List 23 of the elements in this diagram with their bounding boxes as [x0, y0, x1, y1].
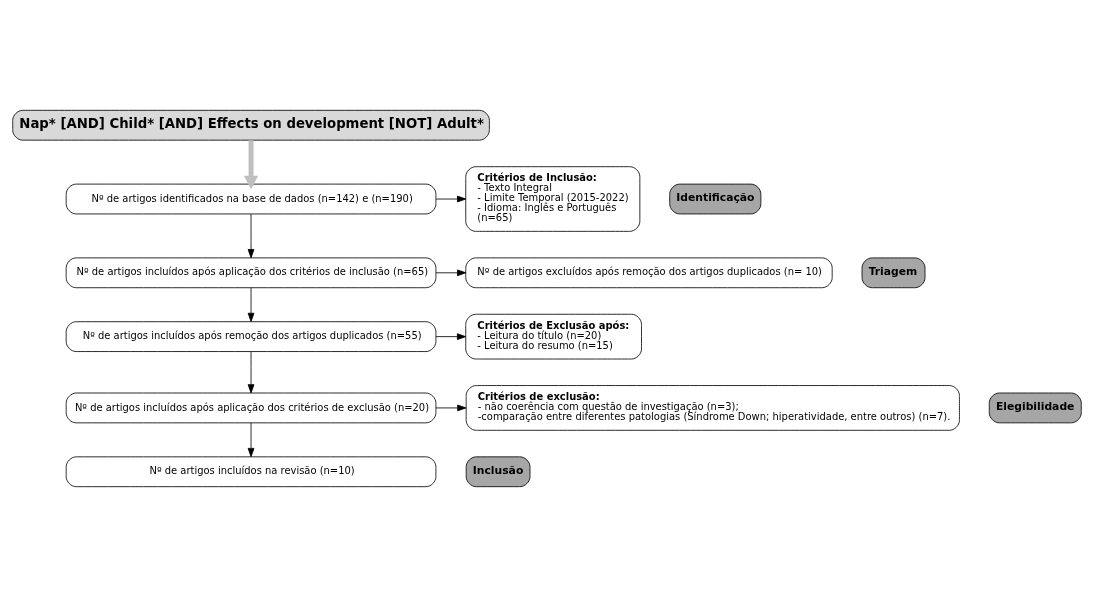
node-box: Nº de artigos incluídos na revisão (n=10) — [65, 455, 437, 487]
arrow — [435, 269, 467, 276]
arrow — [243, 139, 259, 189]
node-box: Nº de artigos incluídos após aplicação dos critérios de inclusão (n=65) — [65, 256, 437, 288]
arrow — [247, 350, 255, 393]
node-box: Nº de artigos identificados na base de dados (n=142) e (n=190) — [65, 183, 437, 214]
node-box: Nº de artigos incluídos após remoção dos artigos duplicados (n=55) — [65, 320, 437, 352]
node-box: Nº de artigos excluídos após remoção dos artigos duplicados (n= 10) — [465, 256, 833, 288]
node-box: Identificação — [669, 183, 762, 214]
node-box: Nº de artigos incluídos após aplicação dos critérios de exclusão (n=20) — [65, 392, 437, 423]
node-box: Inclusão — [465, 455, 531, 487]
arrow — [435, 195, 467, 202]
arrow — [435, 404, 467, 411]
node-box: Nap* [AND] Child* [AND] Effects on development [NOT] Adult* — [12, 109, 490, 141]
node-box: Triagem — [861, 256, 926, 288]
node-box: Critérios de Exclusão após: - Leitura do título (n=20) - Leitura do resumo (n=15) — [465, 313, 642, 359]
node-box: Elegibilidade — [988, 392, 1082, 423]
node-box: Critérios de Inclusão: - Texto Integral - Limite Temporal (2015-2022) - Idioma: Inglês e Português (n=65) — [465, 165, 641, 232]
arrow — [435, 332, 467, 340]
arrow — [247, 421, 255, 457]
arrow — [247, 213, 255, 258]
arrow — [247, 286, 255, 322]
node-box: Critérios de exclusão: - não coerência com questão de investigação (n=3); -comparação entre diferentes patologias (Síndrome Down; hiperatividade, entre outros) (n=7). — [465, 384, 960, 431]
